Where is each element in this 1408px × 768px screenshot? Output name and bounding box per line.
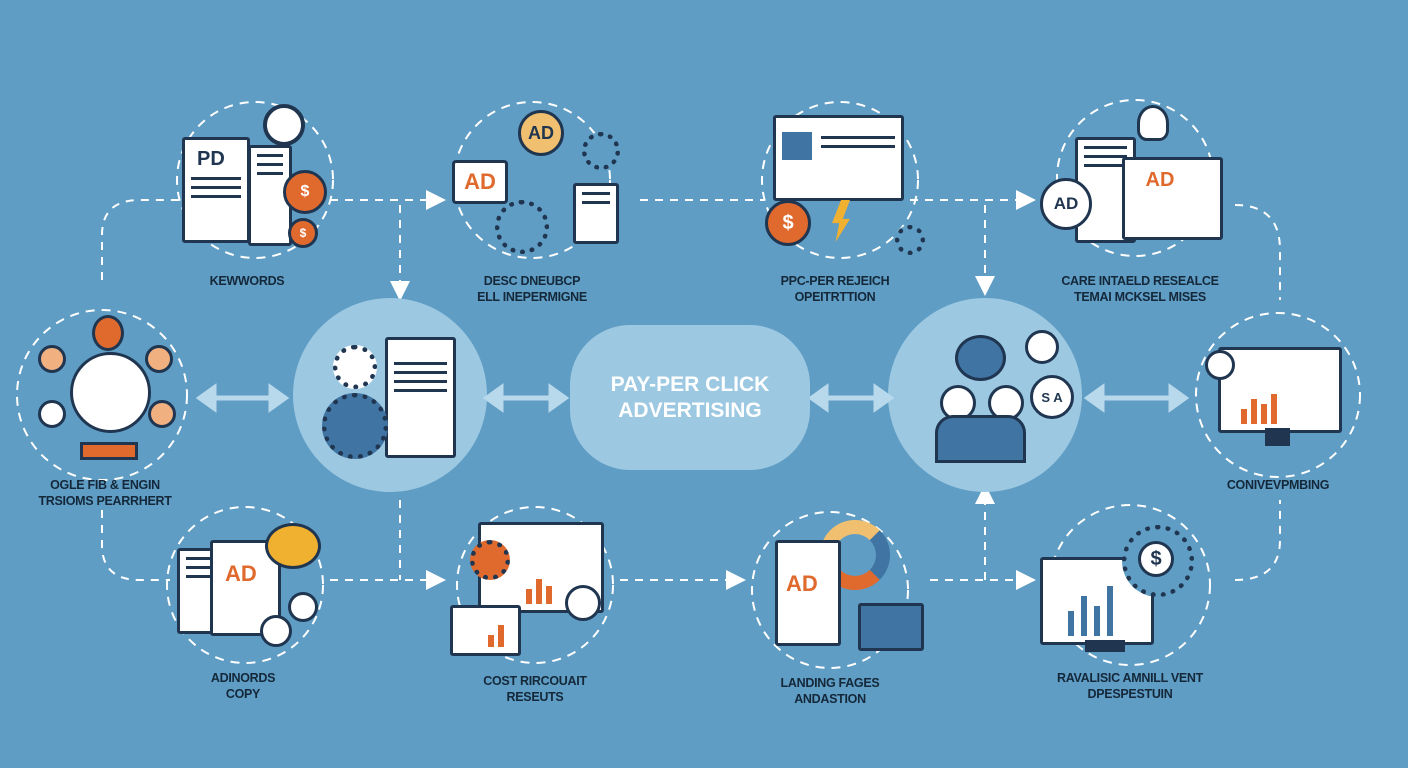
lightbulb-icon [92, 315, 124, 351]
coin-icon: $ [288, 218, 318, 248]
double-arrow [807, 383, 895, 413]
magnifier-icon: S A [1030, 375, 1074, 419]
node-circle [176, 101, 334, 259]
table-icon [858, 603, 924, 651]
profile-icon [1205, 350, 1235, 380]
magnifier-icon [263, 104, 305, 146]
doc-icon-text: PD [197, 148, 225, 170]
label-conversion: CONIVEVPMBING [1226, 478, 1330, 492]
person-icon [38, 345, 66, 373]
node-circle [761, 101, 919, 259]
label-keywords: KEWWORDS [209, 274, 285, 288]
magnifier-icon [565, 585, 601, 621]
center-title-line2: ADVERTISING [618, 398, 762, 422]
person-icon [38, 400, 66, 428]
node-circle [1049, 504, 1211, 666]
double-arrow [482, 383, 570, 413]
center-title-pill: PAY-PER CLICK ADVERTISING [570, 325, 810, 470]
profile-icon [288, 592, 318, 622]
node-circle [751, 511, 909, 669]
center-title-line1: PAY-PER CLICK [610, 372, 770, 396]
speech-bubble-icon [265, 523, 321, 569]
node-circle [1195, 312, 1361, 478]
doc-icon-text: AD [786, 571, 818, 596]
connector [101, 510, 170, 581]
person-icon [145, 345, 173, 373]
lightbulb-icon [1137, 105, 1169, 141]
connector [101, 199, 180, 280]
double-arrow [195, 383, 290, 413]
person-icon [148, 400, 176, 428]
node-circle [16, 309, 188, 481]
node-circle [166, 506, 324, 664]
profile-icon [1025, 330, 1059, 364]
connector [1234, 500, 1281, 581]
double-arrow [1083, 383, 1190, 413]
magnifier-icon [260, 615, 292, 647]
doc-icon-text: AD [225, 561, 257, 586]
money-bag-icon: $ [283, 170, 327, 214]
node-circle [456, 506, 614, 664]
